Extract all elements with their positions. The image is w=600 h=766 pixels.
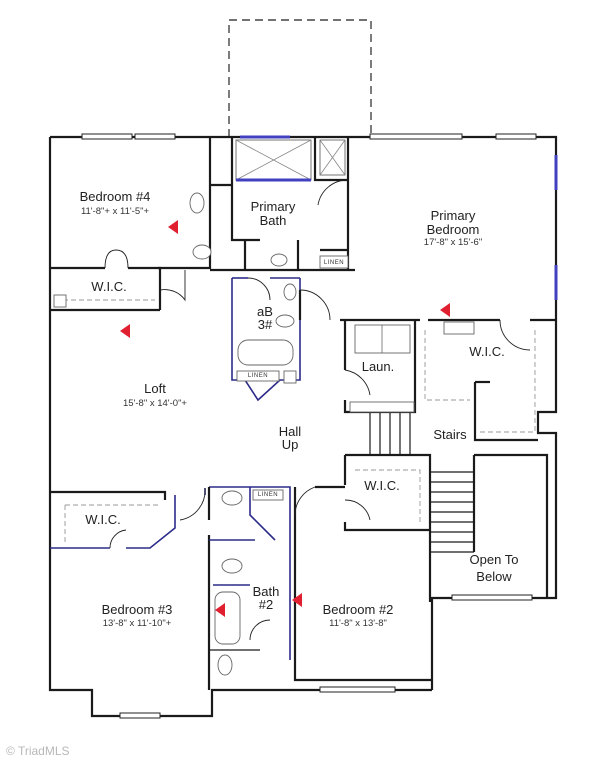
data-port-markers [120, 220, 450, 617]
room-label-laundry: Laun. [361, 359, 395, 374]
future-bump-out-outline [228, 19, 372, 137]
room-dimensions-primary-bedroom: 17'-8" x 15'-6" [423, 237, 483, 248]
room-label-wic-bedroom-4: W.I.C. [91, 279, 127, 294]
window [495, 133, 537, 140]
door-swings [104, 179, 531, 641]
window [369, 133, 463, 140]
room-label-loft: Loft [144, 381, 166, 396]
room-label-wic-primary: W.I.C. [469, 344, 505, 359]
room-dimensions-loft: 15'-8" x 14'-0"+ [123, 398, 187, 409]
room-label-primary-bedroom: Primary [430, 208, 476, 223]
room-label-open-to-below-2: Below [476, 569, 512, 584]
linen-label: LINEN [247, 373, 269, 379]
window [119, 712, 161, 719]
room-label-bedroom-4: Bedroom #4 [79, 189, 151, 204]
window [134, 133, 176, 140]
room-label-bath-3-2: 3# [257, 317, 273, 332]
window [81, 133, 133, 140]
fixtures [53, 139, 475, 676]
room-label-primary-bedroom-2: Bedroom [426, 222, 480, 237]
room-label-primary-bath-2: Bath [259, 213, 287, 228]
room-label-bath-2: Bath [252, 584, 280, 599]
window [451, 594, 533, 601]
room-label-open-to-below: Open To [469, 552, 519, 567]
room-label-primary-bath: Primary [250, 199, 296, 214]
interior-walls [50, 137, 556, 690]
room-label-bath-2-2: #2 [258, 597, 274, 612]
room-dimensions-bedroom-4: 11'-8"+ x 11'-5"+ [80, 206, 150, 217]
watermark: © TriadMLS [6, 744, 70, 758]
room-label-bedroom-2: Bedroom #2 [322, 602, 394, 617]
room-label-bedroom-3: Bedroom #3 [101, 602, 173, 617]
room-dimensions-bedroom-3: 13'-8" x 11'-10"+ [102, 618, 172, 629]
room-label-bath-3: aB [257, 304, 273, 319]
linen-label: LINEN [257, 492, 279, 498]
room-label-wic-bedroom-2: W.I.C. [364, 478, 400, 493]
room-label-stairs: Stairs [433, 427, 467, 442]
room-label-hall-up: Up [281, 437, 299, 452]
room-label-wic-bedroom-3: W.I.C. [85, 512, 121, 527]
window [319, 686, 396, 693]
room-label-hall: Hall [278, 424, 302, 439]
room-dimensions-bedroom-2: 11'-8" x 13'-8" [329, 618, 387, 629]
linen-label: LINEN [323, 260, 345, 266]
